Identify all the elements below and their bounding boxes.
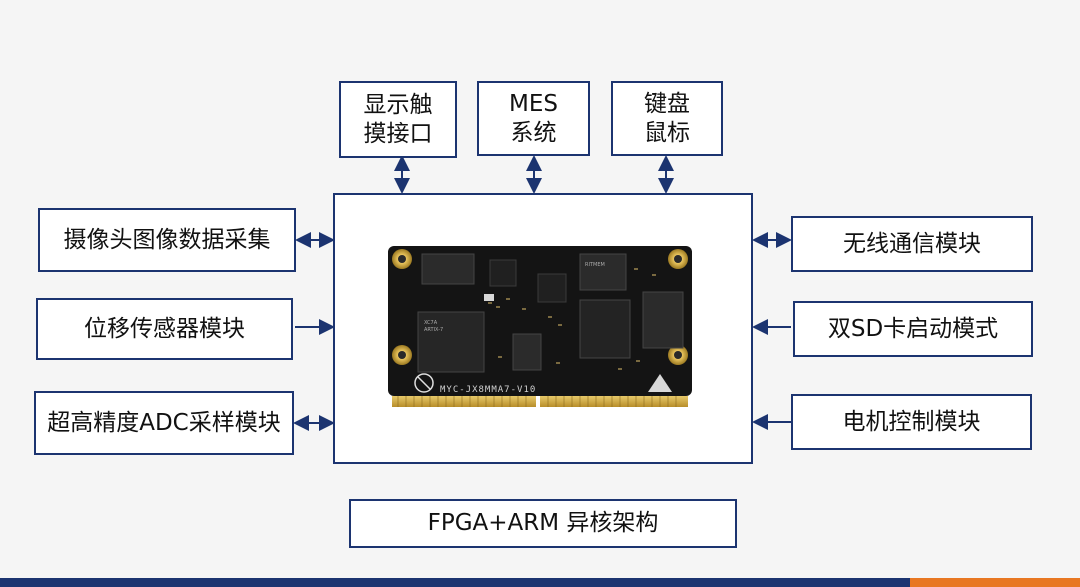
- adc-label: 超高精度ADC采样模块: [47, 409, 281, 436]
- wireless-label: 无线通信模块: [843, 230, 981, 257]
- mes-line-2: 系统: [510, 119, 557, 146]
- touch-line-1: 显示触: [363, 92, 433, 119]
- module-camera-capture: 摄像头图像数据采集: [38, 208, 296, 272]
- architecture-label-box: FPGA+ARM 异核架构: [349, 499, 737, 548]
- sensor-label: 位移传感器模块: [84, 315, 245, 342]
- board-marking: MYC-JX8MMA7-V10: [440, 385, 536, 395]
- module-adc-sampling: 超高精度ADC采样模块: [34, 391, 294, 455]
- camera-label: 摄像头图像数据采集: [63, 226, 271, 253]
- module-displacement-sensor: 位移传感器模块: [36, 298, 293, 360]
- keyboard-line-1: 键盘: [644, 91, 690, 118]
- module-touch-display: 显示触摸接口: [339, 81, 457, 158]
- module-dual-sd-boot: 双SD卡启动模式: [793, 301, 1033, 357]
- footer-bar-blue: [0, 578, 910, 587]
- footer-bar-orange: [910, 578, 1080, 587]
- architecture-label: FPGA+ARM 异核架构: [427, 510, 659, 537]
- module-keyboard-mouse: 键盘鼠标: [611, 81, 723, 156]
- svg-text:ARTIX-7: ARTIX-7: [424, 327, 443, 333]
- svg-text:RITMEM: RITMEM: [585, 262, 605, 268]
- module-motor-control: 电机控制模块: [791, 394, 1032, 450]
- module-wireless: 无线通信模块: [791, 216, 1033, 272]
- som-board-image: XC7A ARTIX-7 RITMEM: [388, 244, 692, 409]
- mes-line-1: MES: [509, 91, 558, 118]
- keyboard-line-2: 鼠标: [644, 119, 690, 146]
- sd-label: 双SD卡启动模式: [827, 315, 999, 342]
- touch-line-2: 摸接口: [363, 120, 433, 147]
- motor-label: 电机控制模块: [842, 408, 981, 435]
- svg-text:XC7A: XC7A: [424, 320, 438, 326]
